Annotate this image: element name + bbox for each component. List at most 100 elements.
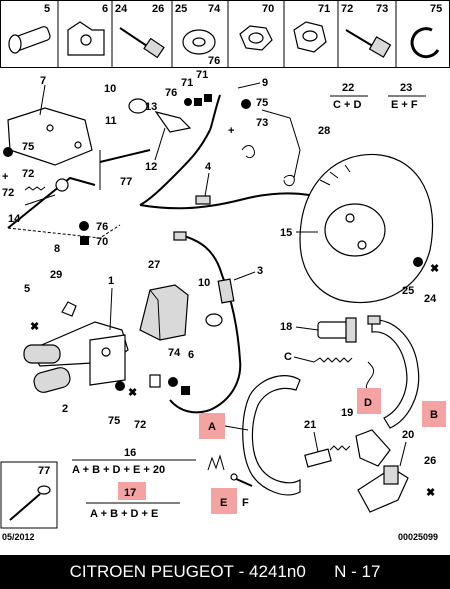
- callout-C: C: [284, 351, 292, 363]
- cross-icon-4: ✖: [426, 487, 435, 499]
- bolt-73-drawing: [345, 29, 392, 58]
- nut-70-drawing: [239, 25, 273, 51]
- callout-74: 74: [168, 347, 181, 359]
- cable-4: [139, 192, 331, 210]
- spring-D: [365, 361, 375, 393]
- cross-icon: ✖: [430, 263, 439, 275]
- adjuster-21: [304, 445, 351, 468]
- lever-assembly-8: [7, 176, 121, 239]
- clip-E: [207, 454, 225, 471]
- footer-brand: CITROEN PEUGEOT: [69, 562, 234, 581]
- callout-70: 70: [96, 236, 108, 248]
- callout-29: 29: [50, 269, 62, 281]
- cross-icon-2: ✖: [30, 321, 39, 333]
- formula-22: C + D: [333, 99, 361, 111]
- highlight-D: [357, 388, 381, 414]
- callout-14: 14: [8, 213, 21, 225]
- cable-3: [169, 231, 242, 414]
- label-B: B: [430, 409, 438, 421]
- bracket-28: [241, 109, 301, 187]
- nut-71-drawing: [293, 21, 327, 53]
- bolt-24-drawing: [119, 27, 165, 59]
- top-label-72: 72: [341, 3, 353, 15]
- top-label-75: 75: [430, 3, 442, 15]
- circlip-75-drawing: [410, 27, 440, 59]
- label-77: 77: [38, 465, 50, 477]
- label-D: D: [364, 397, 372, 409]
- top-label-26: 26: [152, 3, 164, 15]
- date-stamp: 05/2012: [2, 532, 35, 542]
- inset-box-77: [0, 461, 58, 529]
- backing-plate-15: [299, 153, 434, 304]
- callout-27: 27: [148, 259, 160, 271]
- callout-11: 11: [105, 115, 117, 127]
- lever-19: [355, 429, 391, 467]
- handbrake-lever-1: [23, 321, 129, 386]
- clip-29: [61, 301, 77, 317]
- footer-gap: [306, 562, 334, 582]
- callout-9: 9: [262, 77, 268, 89]
- formula-17: A + B + D + E: [90, 508, 158, 520]
- top-label-25: 25: [175, 3, 187, 15]
- bracket-plate-7: [7, 84, 93, 166]
- top-label-76: 76: [208, 55, 220, 67]
- formula-16: A + B + D + E + 20: [72, 464, 165, 476]
- highlight-17: [118, 482, 146, 500]
- callout-10b: 10: [198, 277, 210, 289]
- label-E: E: [220, 497, 227, 509]
- callout-12: 12: [145, 161, 157, 173]
- callout-7: 7: [40, 75, 46, 87]
- callout-13: 13: [145, 101, 157, 113]
- footer-part-number: 4241n0: [249, 562, 306, 581]
- pin-F: [230, 473, 253, 487]
- callout-6: 6: [188, 349, 194, 361]
- callout-15: 15: [280, 227, 292, 239]
- callout-76a: 76: [165, 87, 177, 99]
- top-label-70: 70: [262, 3, 274, 15]
- callout-71b: 71: [196, 69, 208, 81]
- top-label-73: 73: [376, 3, 388, 15]
- callout-24: 24: [424, 293, 437, 305]
- plus-icon: +: [2, 171, 8, 183]
- callout-4: 4: [205, 161, 212, 173]
- wheel-cylinder-18: [317, 317, 357, 343]
- callout-18: 18: [280, 321, 292, 333]
- top-label-6: 6: [102, 3, 108, 15]
- footer-page: N - 17: [334, 562, 381, 581]
- callout-25: 25: [402, 285, 414, 297]
- bushing-10-bottom: [205, 313, 223, 327]
- rod-11: [99, 149, 151, 190]
- brake-shoe-A: [242, 375, 301, 496]
- callout-10a: 10: [104, 83, 116, 95]
- highlight-B: [422, 401, 446, 427]
- footer-bar: CITROEN PEUGEOT - 4241n0 N - 17: [0, 555, 450, 589]
- callout-72-b: 72: [2, 187, 14, 199]
- label-22: 22: [342, 82, 354, 94]
- callout-77a: 77: [120, 176, 132, 188]
- callout-1: 1: [108, 275, 114, 287]
- callout-75a: 75: [22, 141, 34, 153]
- callout-28: 28: [318, 125, 330, 137]
- diagram-code: 00025099: [398, 532, 438, 542]
- callout-3: 3: [257, 265, 263, 277]
- clevis-13: [154, 111, 192, 133]
- grip-2: [33, 367, 71, 393]
- callout-71: 71: [181, 77, 193, 89]
- lever-20: [357, 465, 409, 513]
- formula-23: E + F: [391, 99, 418, 111]
- bushing-10-top: [128, 98, 148, 114]
- label-23: 23: [400, 82, 412, 94]
- clip-6-drawing: [67, 21, 105, 56]
- fitting-near-27: [149, 374, 161, 388]
- top-label-24: 24: [115, 3, 128, 15]
- callout-72a: 72: [22, 168, 34, 180]
- label-17: 17: [124, 487, 136, 499]
- top-label-5: 5: [44, 3, 50, 15]
- callout-26: 26: [424, 455, 436, 467]
- callout-F: F: [242, 497, 249, 509]
- highlight-E: [211, 488, 237, 514]
- cross-icon-3: ✖: [128, 387, 137, 399]
- callout-8: 8: [54, 243, 60, 255]
- highlight-A: [199, 413, 225, 439]
- washer-25-drawing: [182, 29, 216, 55]
